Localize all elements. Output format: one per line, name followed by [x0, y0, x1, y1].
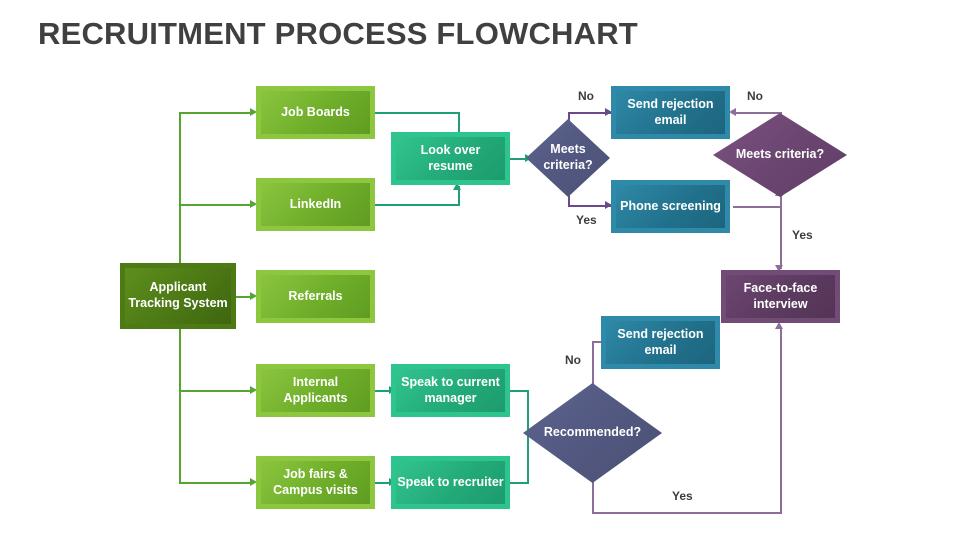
node-label: Send rejection email: [617, 326, 704, 357]
connector-recruiter-merge: [510, 482, 528, 484]
edge-label-recommended-yes: Yes: [672, 489, 693, 503]
node-linkedin[interactable]: LinkedIn: [256, 178, 375, 231]
node-applicant-tracking-system[interactable]: Applicant Tracking System: [120, 263, 236, 329]
node-label: Phone screening: [620, 198, 721, 213]
connector-phone-up: [780, 194, 782, 208]
connector-ats-to-referrals: [236, 296, 252, 298]
node-label: Meets criteria?: [543, 142, 593, 172]
connector-recommended-yes-up: [780, 327, 782, 513]
node-speak-to-current-manager[interactable]: Speak to current manager: [391, 364, 510, 417]
arrow-ats-to-linkedin: [250, 200, 257, 208]
node-job-boards[interactable]: Job Boards: [256, 86, 375, 139]
arrow-criteria2-yes: [775, 265, 783, 272]
node-internal-applicants[interactable]: Internal Applicants: [256, 364, 375, 417]
connector-phone-to-criteria2: [733, 206, 781, 208]
arrow-ats-to-internal-applicants: [250, 386, 257, 394]
edge-label-criteria1-no: No: [578, 89, 594, 103]
connector-linkedin-to-resume: [375, 204, 460, 206]
connector-job-boards-to-resume: [375, 112, 460, 114]
connector-ats-to-internal-applicants: [179, 390, 251, 392]
connector-linkedin-up: [458, 186, 460, 206]
node-face-to-face-interview[interactable]: Face-to-face interview: [721, 270, 840, 323]
connector-merge-vertical: [527, 390, 529, 484]
edge-label-criteria2-no: No: [747, 89, 763, 103]
node-label: Job fairs & Campus visits: [273, 466, 358, 497]
connector-recommended-yes-down: [592, 470, 594, 514]
connector-criteria2-no-left: [736, 112, 781, 114]
connector-ats-to-job-fairs: [179, 482, 251, 484]
node-referrals[interactable]: Referrals: [256, 270, 375, 323]
connector-ats-to-linkedin: [179, 204, 251, 206]
connector-criteria1-yes-right: [568, 205, 612, 207]
node-phone-screening[interactable]: Phone screening: [611, 180, 730, 233]
arrow-recommended-yes: [775, 322, 783, 329]
connector-recommended-yes-right: [592, 512, 782, 514]
node-label: Internal Applicants: [283, 374, 348, 405]
node-send-rejection-email-2[interactable]: Send rejection email: [601, 316, 720, 369]
connector-job-fairs-to-recruiter: [375, 482, 391, 484]
arrow-criteria1-yes: [605, 201, 612, 209]
node-job-fairs-campus-visits[interactable]: Job fairs & Campus visits: [256, 456, 375, 509]
node-meets-criteria-2[interactable]: Meets criteria?: [713, 113, 847, 197]
arrow-ats-to-job-fairs: [250, 478, 257, 486]
connector-manager-merge: [510, 390, 528, 392]
node-label: Meets criteria?: [735, 147, 825, 162]
connector-job-boards-down: [458, 112, 460, 136]
node-meets-criteria-1[interactable]: Meets criteria?: [526, 119, 610, 197]
node-label: Speak to recruiter: [397, 474, 504, 489]
connector-resume-to-criteria1: [510, 158, 528, 160]
connector-ats-to-job-boards: [179, 112, 251, 114]
arrow-ats-to-job-boards: [250, 108, 257, 116]
connector-criteria1-no-right: [568, 112, 612, 114]
arrow-ats-to-referrals: [250, 292, 257, 300]
edge-label-criteria1-yes: Yes: [576, 213, 597, 227]
node-recommended[interactable]: Recommended?: [523, 383, 662, 483]
node-label: Speak to current manager: [401, 374, 500, 405]
arrow-criteria1-no: [605, 108, 612, 116]
node-label: Applicant Tracking System: [128, 280, 228, 310]
node-speak-to-recruiter[interactable]: Speak to recruiter: [391, 456, 510, 509]
node-label: Referrals: [288, 288, 343, 303]
connector-criteria2-yes-down: [780, 207, 782, 269]
node-label: Face-to-face interview: [743, 280, 818, 311]
edge-label-recommended-no: No: [565, 353, 581, 367]
node-label: Job Boards: [281, 104, 350, 119]
node-label: Recommended?: [543, 425, 642, 440]
edge-label-criteria2-yes: Yes: [792, 228, 813, 242]
node-label: Look over resume: [420, 142, 481, 173]
connector-recommended-no-up: [592, 341, 594, 393]
connector-internal-to-manager: [375, 390, 391, 392]
arrow-linkedin-to-resume: [453, 183, 461, 190]
node-label: Send rejection email: [627, 96, 714, 127]
node-send-rejection-email-1[interactable]: Send rejection email: [611, 86, 730, 139]
page-title: RECRUITMENT PROCESS FLOWCHART: [38, 16, 638, 51]
node-label: LinkedIn: [289, 196, 342, 211]
arrow-criteria2-no: [729, 108, 736, 116]
node-look-over-resume[interactable]: Look over resume: [391, 132, 510, 185]
